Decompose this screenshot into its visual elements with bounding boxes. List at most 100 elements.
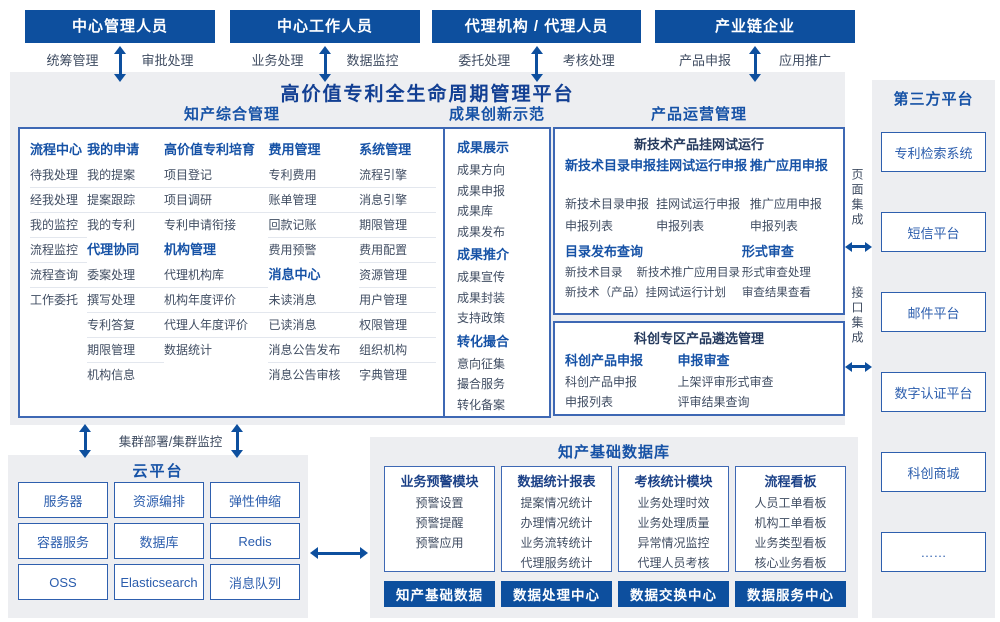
ip-column: 高价值专利培育 项目登记项目调研专利申请衔接 机构管理 代理机构库机构年度评价代… bbox=[164, 137, 269, 412]
actor-agents: 代理机构 / 代理人员 委托处理 考核处理 bbox=[432, 10, 641, 82]
achievement-box: 成果展示 成果方向成果申报成果库成果发布 成果推介 成果宣传成果封装支持政策 转… bbox=[443, 127, 551, 418]
menu-item: 预警应用 bbox=[415, 536, 464, 550]
menu-item: 资源管理 bbox=[359, 263, 436, 288]
menu-item: 业务处理质量 bbox=[637, 516, 710, 530]
up-down-arrow bbox=[318, 46, 332, 82]
menu-item: 经我处理 bbox=[30, 188, 88, 213]
menu-item: 代理机构库 bbox=[164, 263, 269, 288]
actor-title: 中心管理人员 bbox=[25, 10, 215, 43]
left-right-arrow bbox=[845, 240, 872, 253]
module-footer-bar: 数据服务中心 bbox=[735, 581, 846, 607]
menu-item: 人员工单看板 bbox=[754, 496, 827, 510]
menu-item: 成果发布 bbox=[457, 224, 506, 239]
menu-item: 业务流转统计 bbox=[520, 536, 593, 550]
menu-item: 消息引擎 bbox=[359, 188, 436, 213]
up-down-arrow bbox=[78, 424, 92, 458]
menu-item: 机构工单看板 bbox=[754, 516, 827, 530]
actor-role: 委托处理 bbox=[458, 53, 511, 68]
group-title: 目录发布查询 bbox=[565, 244, 644, 259]
group-title: 转化撮合 bbox=[457, 333, 510, 349]
menu-item: 撮合服务 bbox=[457, 377, 506, 391]
menu-item: 我的提案 bbox=[87, 163, 165, 188]
menu-item: 预警提醒 bbox=[415, 516, 464, 530]
group-title: 系统管理 bbox=[359, 142, 412, 157]
menu-item: 成果宣传 bbox=[457, 270, 506, 284]
data-base-panel: 知产基础数据库 业务预警模块 预警设置预警提醒预警应用 知产基础数据 数据统计报… bbox=[370, 437, 858, 618]
ip-column: 系统管理 流程引擎消息引擎期限管理费用配置资源管理用户管理权限管理组织机构字典管… bbox=[359, 137, 436, 412]
actor-center-staff: 中心工作人员 业务处理 数据监控 bbox=[230, 10, 420, 82]
up-down-arrow bbox=[530, 46, 544, 82]
db-module: 考核统计模块 业务处理时效业务处理质量异常情况监控代理人员考核 数据交换中心 bbox=[618, 466, 729, 607]
menu-item: 成果封装 bbox=[457, 290, 506, 305]
menu-item: 提案跟踪 bbox=[87, 188, 165, 213]
platform-panel: 高价值专利全生命周期管理平台 知产综合管理 流程中心 待我处理经我处理我的监控流… bbox=[10, 72, 845, 425]
group-title: 成果推介 bbox=[457, 247, 510, 262]
group-title: 我的申请 bbox=[87, 142, 140, 157]
cloud-box: Redis bbox=[210, 523, 300, 559]
menu-item: 预警设置 bbox=[415, 496, 464, 510]
product-ops-title: 产品运营管理 bbox=[650, 106, 747, 123]
menu-item: 费用预警 bbox=[268, 243, 317, 257]
module-title: 数据统计报表 bbox=[517, 474, 596, 489]
db-module-box: 业务预警模块 预警设置预警提醒预警应用 bbox=[384, 466, 495, 572]
actor-role: 统筹管理 bbox=[46, 53, 99, 68]
group-title: 流程中心 bbox=[30, 142, 83, 157]
menu-item: 新技术推广应用目录 bbox=[636, 267, 741, 279]
trial-column: 新技术目录申报 新技术目录申报申报列表 bbox=[565, 155, 656, 237]
menu-item: 已读消息 bbox=[268, 313, 360, 338]
menu-item: 申报列表 bbox=[565, 219, 614, 233]
menu-item: 办理情况统计 bbox=[520, 516, 593, 530]
group-title: 费用管理 bbox=[268, 142, 321, 157]
menu-item: 账单管理 bbox=[268, 188, 360, 213]
group-title: 挂网试运行申报 bbox=[656, 158, 748, 173]
db-module: 数据统计报表 提案情况统计办理情况统计业务流转统计代理服务统计 数据处理中心 bbox=[501, 466, 612, 607]
cloud-box: Elasticsearch bbox=[114, 564, 204, 600]
menu-item: 我的监控 bbox=[30, 213, 88, 238]
up-down-arrow bbox=[113, 46, 127, 82]
group-title: 新技术目录申报 bbox=[565, 158, 657, 173]
menu-item: 机构年度评价 bbox=[164, 288, 269, 313]
db-module-box: 数据统计报表 提案情况统计办理情况统计业务流转统计代理服务统计 bbox=[501, 466, 612, 572]
platform-title: 高价值专利全生命周期管理平台 bbox=[280, 84, 575, 105]
selection-box: 科创专区产品遴选管理 科创产品申报 科创产品申报申报列表 申报审查 上架评审形式… bbox=[553, 321, 845, 416]
menu-item: 提案情况统计 bbox=[520, 496, 593, 510]
menu-item: 待我处理 bbox=[30, 163, 88, 188]
module-title: 考核统计模块 bbox=[634, 474, 713, 489]
ip-management-box: 流程中心 待我处理经我处理我的监控流程监控流程查询工作委托 我的申请 我的提案提… bbox=[18, 127, 446, 418]
formal-review-group: 形式审查 形式审查处理审查结果查看 bbox=[742, 241, 833, 303]
cloud-box: 容器服务 bbox=[18, 523, 108, 559]
menu-item: 项目登记 bbox=[164, 163, 269, 188]
menu-item: 委案处理 bbox=[87, 263, 165, 288]
menu-item: 业务处理时效 bbox=[637, 496, 710, 510]
menu-item: 我的专利 bbox=[87, 218, 136, 232]
actor-role: 业务处理 bbox=[251, 53, 304, 68]
group-title: 形式审查 bbox=[741, 244, 794, 259]
third-party-title: 第三方平台 bbox=[893, 91, 974, 108]
group-title: 消息中心 bbox=[268, 267, 321, 282]
menu-item: 未读消息 bbox=[268, 288, 360, 313]
menu-item: 成果方向 bbox=[457, 163, 506, 177]
actor-role: 审批处理 bbox=[141, 53, 194, 68]
selection-title: 科创专区产品遴选管理 bbox=[633, 331, 764, 346]
db-module: 业务预警模块 预警设置预警提醒预警应用 知产基础数据 bbox=[384, 466, 495, 607]
catalog-query-group: 目录发布查询 新技术目录新技术推广应用目录 新技术（产品）挂网试运行计划 bbox=[565, 241, 742, 303]
menu-item: 新技术目录申报 bbox=[565, 197, 650, 211]
menu-item: 新技术目录 bbox=[565, 267, 623, 279]
menu-item: 成果库 bbox=[457, 204, 494, 218]
menu-item: 形式审查处理 bbox=[741, 267, 811, 279]
trial-run-box: 新技术产品挂网试运行 新技术目录申报 新技术目录申报申报列表 挂网试运行申报 挂… bbox=[553, 127, 845, 315]
menu-item: 权限管理 bbox=[359, 313, 436, 338]
menu-item: 费用配置 bbox=[359, 238, 436, 263]
left-right-arrow bbox=[845, 360, 872, 373]
menu-item: 代理人员考核 bbox=[637, 556, 710, 570]
ip-column: 我的申请 我的提案提案跟踪我的专利 代理协同 委案处理撰写处理专利答复期限管理机… bbox=[87, 137, 165, 412]
menu-item: 字典管理 bbox=[359, 368, 408, 382]
menu-item: 组织机构 bbox=[359, 338, 436, 363]
selection-column: 科创产品申报 科创产品申报申报列表 bbox=[565, 350, 678, 412]
menu-item: 代理服务统计 bbox=[520, 556, 593, 570]
menu-item: 消息公告发布 bbox=[268, 338, 360, 363]
cloud-box: 弹性伸缩 bbox=[210, 482, 300, 518]
menu-item: 期限管理 bbox=[359, 213, 436, 238]
left-right-arrow bbox=[310, 546, 368, 560]
actor-role: 考核处理 bbox=[562, 53, 615, 68]
